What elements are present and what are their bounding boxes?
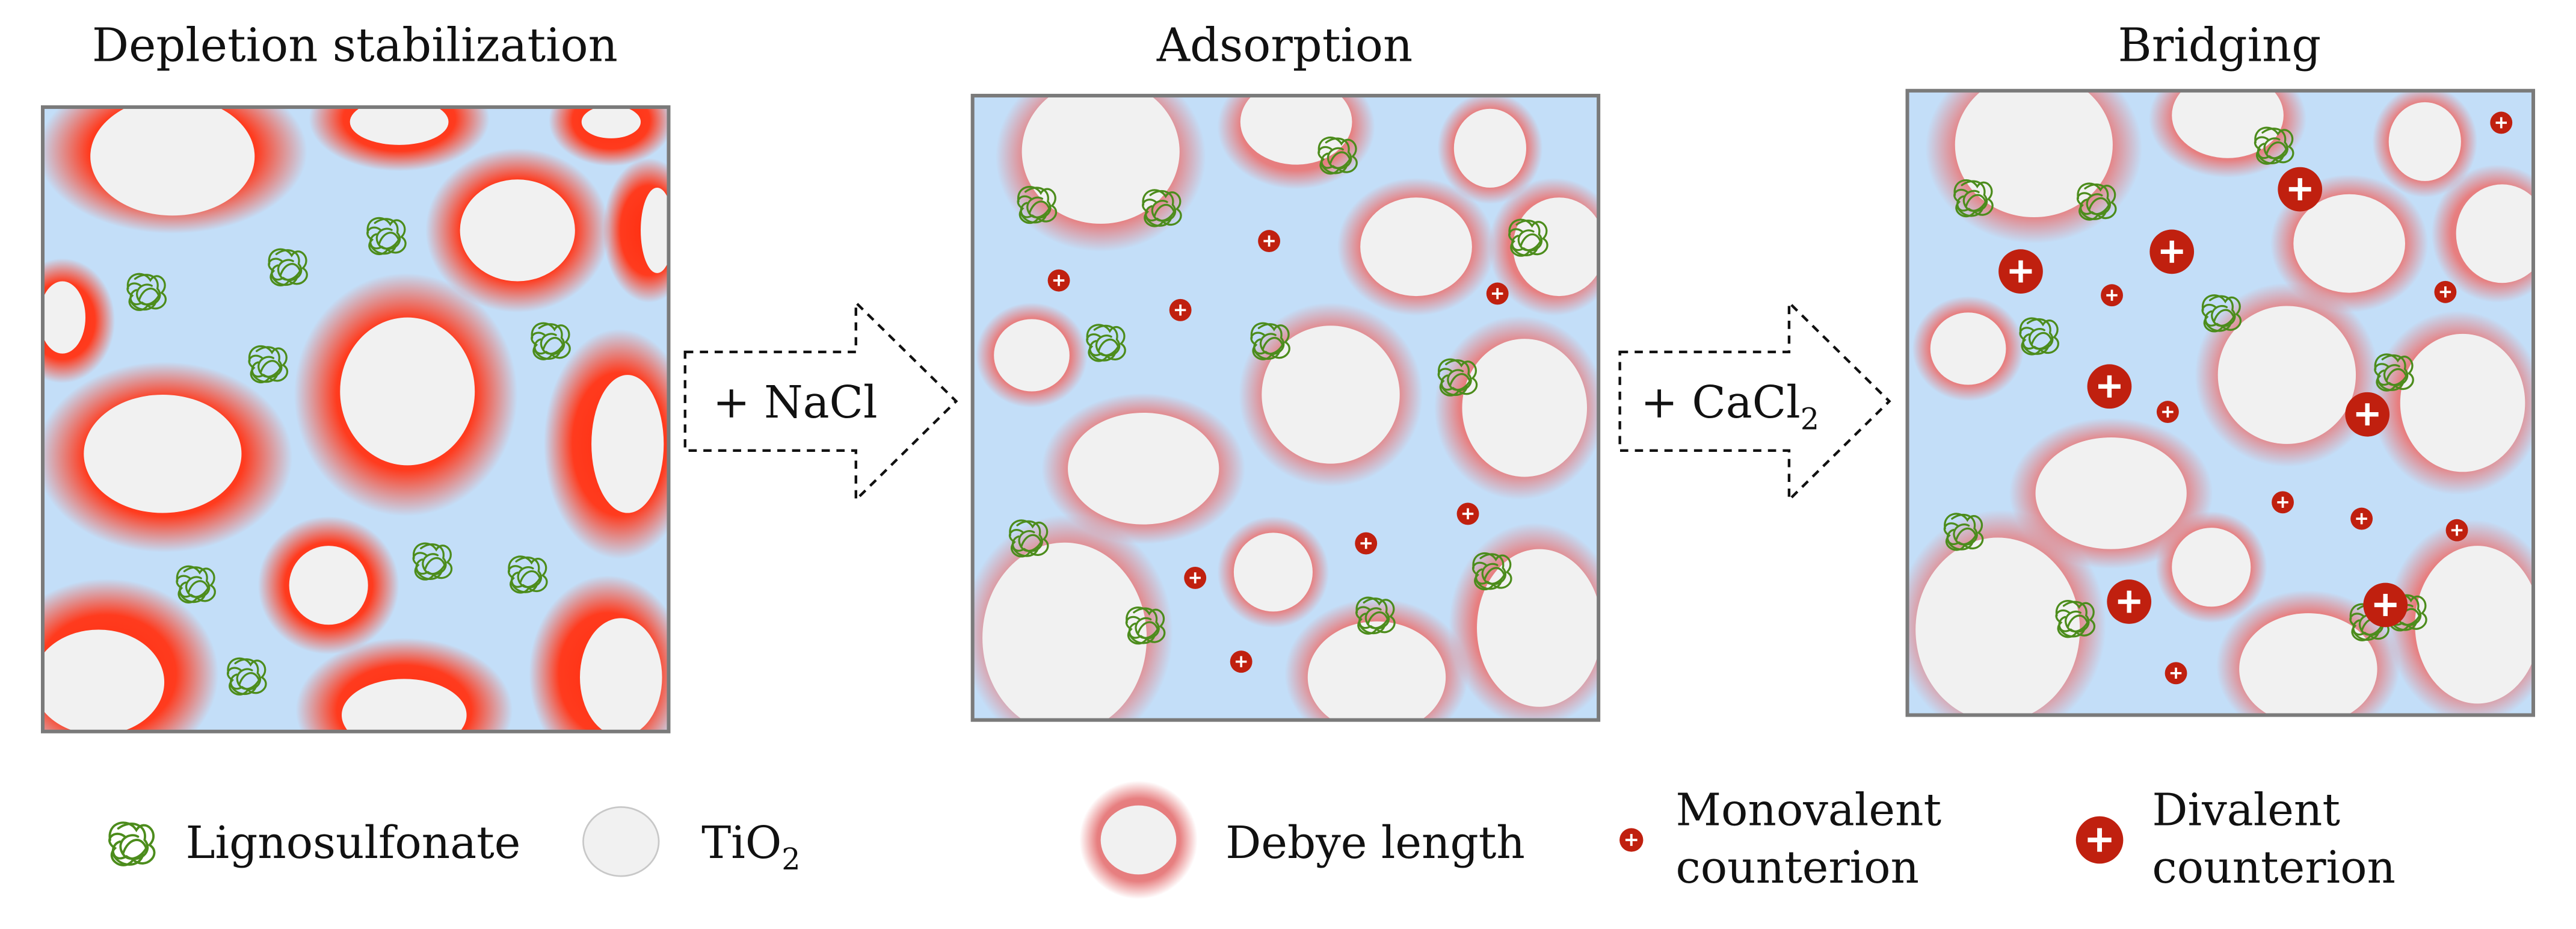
panel-depletion xyxy=(40,105,671,733)
legend-monovalent: Monovalent counterion xyxy=(1618,785,1941,894)
legend-lignosulfonate: Lignosulfonate xyxy=(108,818,521,869)
arrow-cacl2: + CaCl2 xyxy=(1618,299,1891,503)
tio2-particles xyxy=(43,107,669,732)
legend-tio2-label: TiO2 xyxy=(701,818,800,877)
panel-title-depletion: Depletion stabilization xyxy=(92,19,618,73)
legend: Lignosulfonate TiO2 Debye length Monoval… xyxy=(108,780,2396,900)
legend-tio2: TiO2 xyxy=(582,806,801,877)
lignosulfonate-icon xyxy=(108,821,156,866)
legend-lignosulfonate-label: Lignosulfonate xyxy=(186,818,521,869)
tio2-particles xyxy=(982,95,1599,720)
panel-title-bridging: Bridging xyxy=(2118,19,2322,73)
legend-debye-label: Debye length xyxy=(1225,818,1525,869)
tio2-particle-icon xyxy=(582,806,660,877)
legend-monovalent-line1: Monovalent xyxy=(1675,785,1941,836)
legend-divalent-line1: Divalent xyxy=(2152,785,2340,836)
arrow-nacl-label: + NaCl xyxy=(713,377,878,428)
arrow-cacl2-label: + CaCl2 xyxy=(1641,377,1819,436)
monovalent-ion-icon xyxy=(1618,827,1645,853)
legend-monovalent-line2: counterion xyxy=(1675,842,1919,894)
panel-adsorption xyxy=(970,93,1601,722)
legend-divalent: Divalent counterion xyxy=(2076,785,2396,894)
divalent-ion-icon xyxy=(2076,816,2124,864)
arrow-nacl: + NaCl xyxy=(683,299,958,503)
legend-debye: Debye length xyxy=(1079,780,1525,900)
legend-divalent-line2: counterion xyxy=(2152,842,2396,894)
panel-bridging xyxy=(1905,88,2536,717)
panel-title-adsorption: Adsorption xyxy=(1156,19,1413,73)
